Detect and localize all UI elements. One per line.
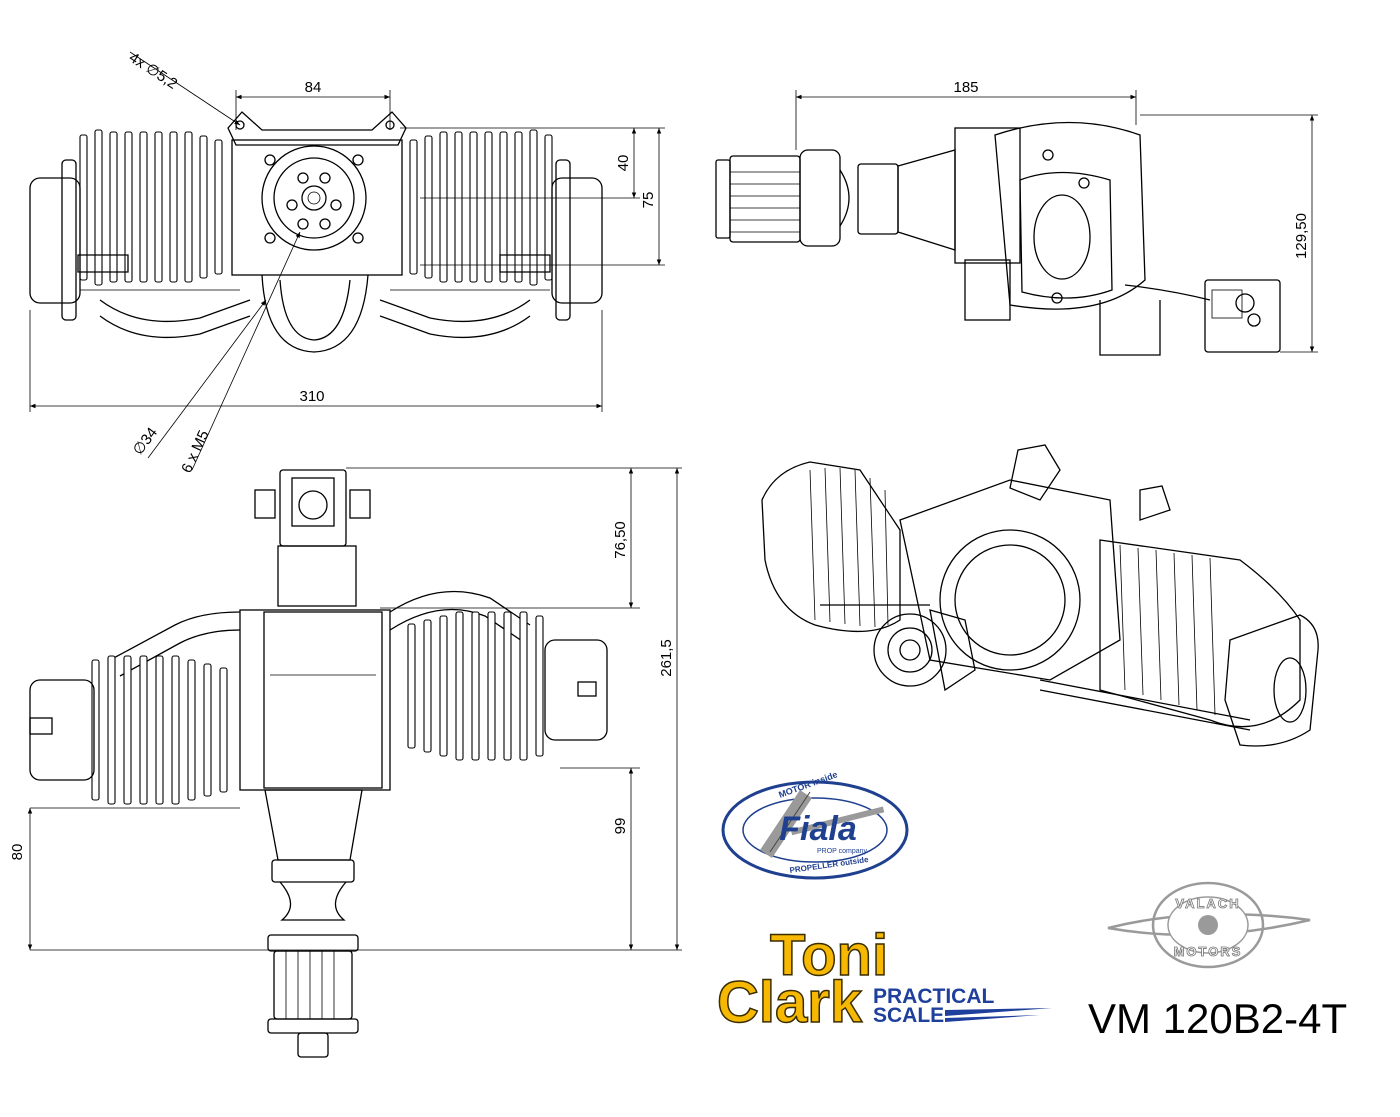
dim-129-50: 129,50 — [1293, 213, 1310, 259]
scale-text: SCALE — [873, 1004, 944, 1027]
dim-75: 75 — [640, 192, 657, 209]
valach-top: VALACH — [1175, 896, 1240, 911]
dim-bolt-circle: ∅34 — [130, 424, 161, 458]
fiala-sub: PROP company — [817, 848, 868, 855]
toni-clark-logo: Toni Clark PRACTICAL SCALE — [716, 922, 1052, 1036]
dim-holes: 4x ∅5,2 — [126, 49, 180, 93]
dim-99: 99 — [612, 818, 629, 835]
bolt-holes — [235, 120, 395, 244]
clark-text: Clark — [717, 970, 863, 1035]
top-dimensions: 76,50 261,5 99 80 — [9, 467, 682, 951]
left-cylinder — [29, 129, 223, 321]
fiala-logo: Fiala PROP company MOTOR inside PROPELLE… — [721, 769, 909, 880]
side-dimensions: 185 129,50 — [795, 79, 1318, 353]
dim-40: 40 — [615, 155, 632, 172]
front-view — [29, 111, 603, 353]
dim-310: 310 — [299, 388, 324, 405]
isometric-view — [761, 444, 1319, 747]
practical-text: PRACTICAL — [873, 985, 994, 1008]
valach-logo: VALACH MOTORS — [1107, 881, 1311, 969]
top-right-cylinder — [407, 611, 608, 761]
right-cylinder — [409, 129, 603, 321]
dim-185: 185 — [953, 79, 978, 96]
top-left-cylinder — [29, 655, 228, 805]
dim-bolts: 6 x M5 — [178, 428, 212, 476]
side-view — [715, 121, 1281, 356]
toni-text: Toni — [770, 923, 888, 988]
dim-261-5: 261,5 — [658, 639, 675, 677]
model-label: VM 120B2-4T — [1088, 995, 1347, 1042]
top-view — [29, 469, 608, 1058]
dim-80: 80 — [9, 844, 26, 861]
dim-84: 84 — [305, 79, 322, 96]
valach-bottom: MOTORS — [1174, 944, 1243, 959]
fiala-name: Fiala — [779, 810, 856, 848]
dim-76-50: 76,50 — [612, 521, 629, 559]
